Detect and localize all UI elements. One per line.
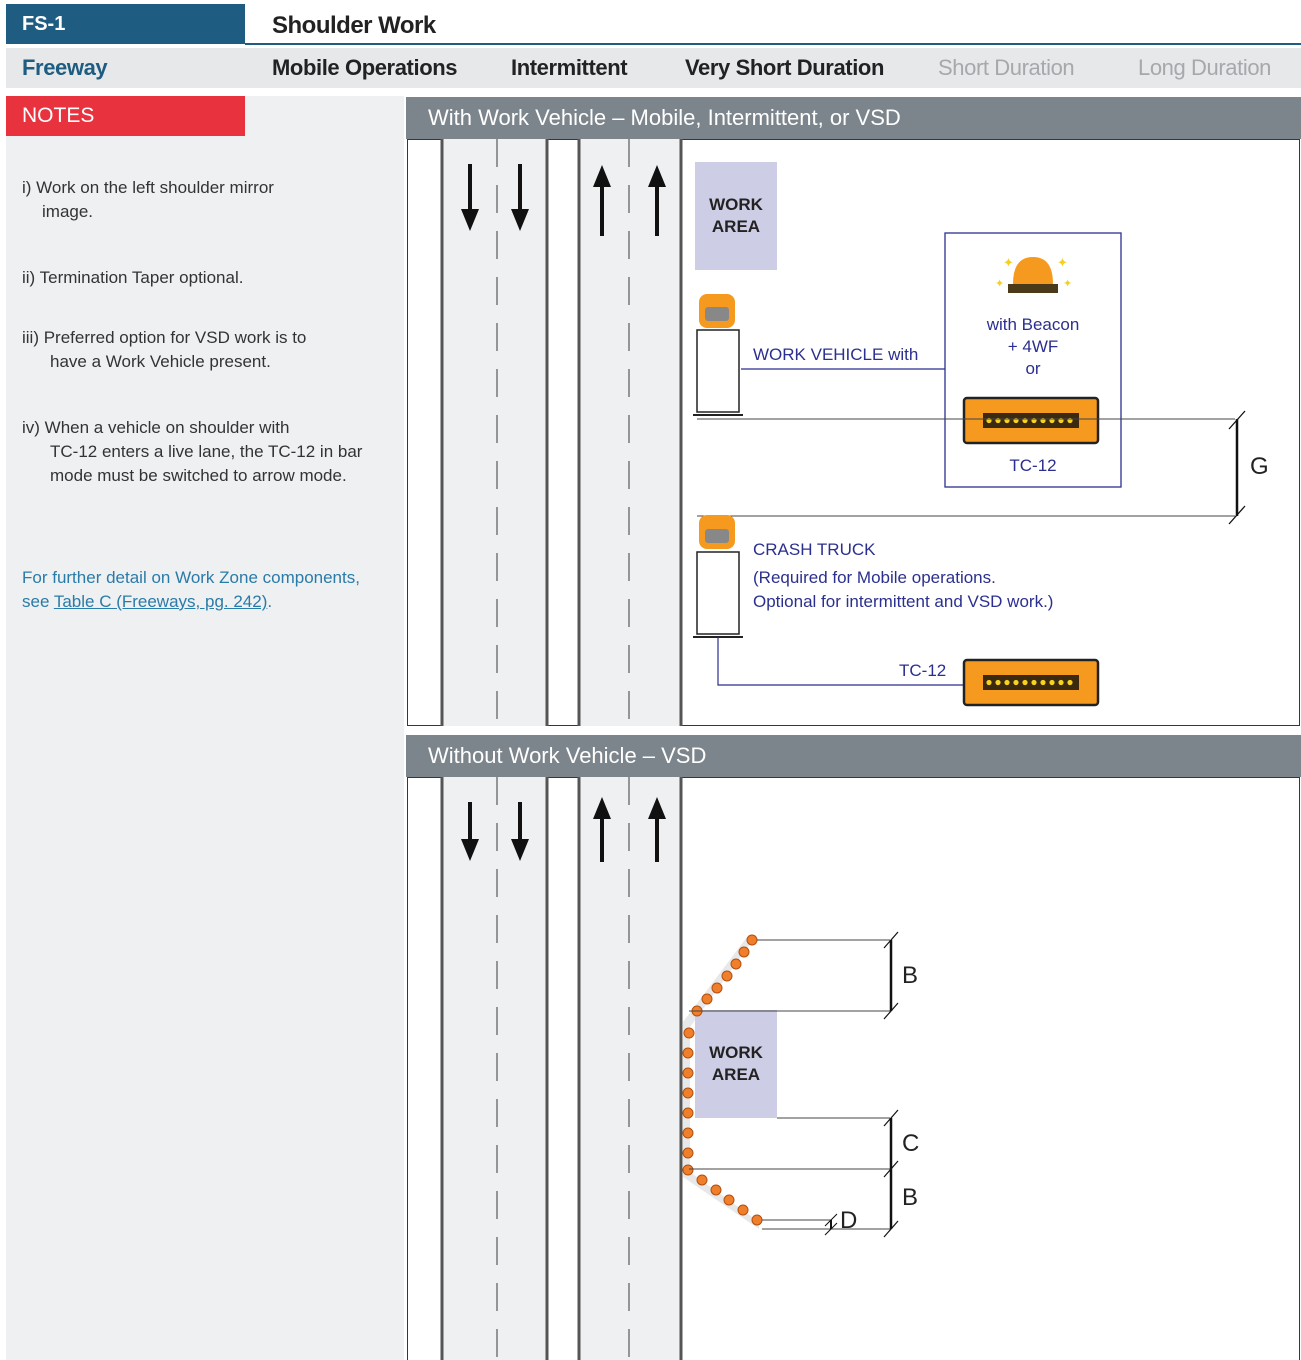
svg-text:✦: ✦ (1057, 255, 1068, 270)
beacon-label-3: or (1025, 359, 1040, 378)
table-c-link[interactable]: Table C (Freeways, pg. 242) (53, 592, 268, 611)
dimension-d-label: D (840, 1207, 857, 1234)
road-northbound (578, 138, 681, 726)
note-item-2: ii) Termination Taper optional. (22, 266, 392, 290)
crash-truck-label-3: Optional for intermittent and VSD work.) (753, 592, 1053, 611)
work-area-label-1: WORK (709, 195, 764, 214)
work-area-label-2: AREA (711, 1065, 759, 1084)
svg-text:✦: ✦ (1003, 255, 1014, 270)
work-area (694, 1009, 777, 1118)
title-divider (245, 43, 1301, 45)
work-area (694, 161, 777, 270)
beacon-icon: ✦ ✦ ✦ ✦ (995, 255, 1072, 293)
down-arrow-icon (510, 801, 529, 861)
up-arrow-icon (592, 164, 611, 236)
tc12-label-2: TC-12 (899, 661, 946, 680)
duration-mobile-operations: Mobile Operations (272, 55, 458, 80)
dimension-b-bottom-label: B (902, 1184, 918, 1211)
dimension-g-label: G (1250, 453, 1269, 480)
panel1-header: With Work Vehicle – Mobile, Intermittent… (406, 97, 1301, 139)
dimension-b-top-label: B (902, 962, 918, 989)
up-arrow-icon (647, 796, 666, 862)
note-text: ii) Termination Taper optional. (22, 268, 244, 287)
svg-text:✦: ✦ (1063, 278, 1072, 290)
work-area-label-2: AREA (711, 217, 759, 236)
note-text: image. (42, 202, 94, 221)
duration-very-short: Very Short Duration (685, 55, 884, 80)
crash-truck-label-2: (Required for Mobile operations. (753, 568, 996, 587)
tc12-arrow-board-icon (962, 396, 1099, 444)
work-area-label-1: WORK (709, 1043, 764, 1062)
note-text: have a Work Vehicle present. (50, 352, 271, 371)
note-text: iii) Preferred option for VSD work is to (22, 328, 307, 347)
classification-bar: Freeway Mobile Operations Intermittent V… (6, 48, 1301, 88)
further-suffix: . (267, 592, 273, 611)
note-item-1: i) Work on the left shoulder mirror imag… (22, 176, 392, 224)
page-title: Shoulder Work (272, 12, 436, 39)
notes-panel (6, 96, 404, 1360)
panel2-header: Without Work Vehicle – VSD (406, 735, 1301, 777)
notes-heading: NOTES (6, 96, 245, 136)
road-type-label: Freeway (22, 55, 108, 80)
tc12-arrow-board-icon (962, 658, 1099, 706)
road-southbound (441, 776, 547, 1360)
note-text: i) Work on the left shoulder mirror (22, 178, 274, 197)
duration-intermittent: Intermittent (511, 55, 628, 80)
up-arrow-icon (592, 796, 611, 862)
duration-short: Short Duration (938, 55, 1075, 80)
note-item-3: iii) Preferred option for VSD work is to… (22, 326, 392, 374)
crash-truck-icon (692, 514, 743, 638)
work-vehicle-icon (692, 293, 743, 416)
further-detail-note: For further detail on Work Zone componen… (22, 566, 372, 614)
note-text: TC-12 enters a live lane, the TC-12 in b… (50, 442, 363, 485)
note-text: iv) When a vehicle on shoulder with (22, 418, 290, 437)
further-text: For further detail on Work Zone componen… (22, 568, 360, 611)
down-arrow-icon (460, 801, 479, 861)
svg-text:✦: ✦ (995, 278, 1004, 290)
tc12-label: TC-12 (1009, 456, 1056, 475)
down-arrow-icon (460, 163, 479, 231)
crash-truck-label-1: CRASH TRUCK (753, 540, 876, 559)
up-arrow-icon (647, 164, 666, 236)
beacon-label-2: + 4WF (1007, 337, 1058, 356)
panel1-diagram: WORK AREA WORK VEHICLE with ✦ ✦ ✦ ✦ with… (407, 138, 1300, 726)
note-item-4: iv) When a vehicle on shoulder with TC-1… (22, 416, 392, 488)
beacon-label-1: with Beacon (985, 315, 1079, 334)
panel2-diagram: WORK AREA B C B D (407, 776, 1300, 1360)
duration-long: Long Duration (1138, 55, 1272, 80)
dimension-c-label: C (902, 1130, 919, 1157)
road-southbound (441, 138, 547, 726)
down-arrow-icon (510, 163, 529, 231)
guide-code-tab: FS-1 (6, 4, 245, 44)
work-vehicle-label: WORK VEHICLE with (753, 345, 918, 364)
road-northbound (578, 776, 681, 1360)
